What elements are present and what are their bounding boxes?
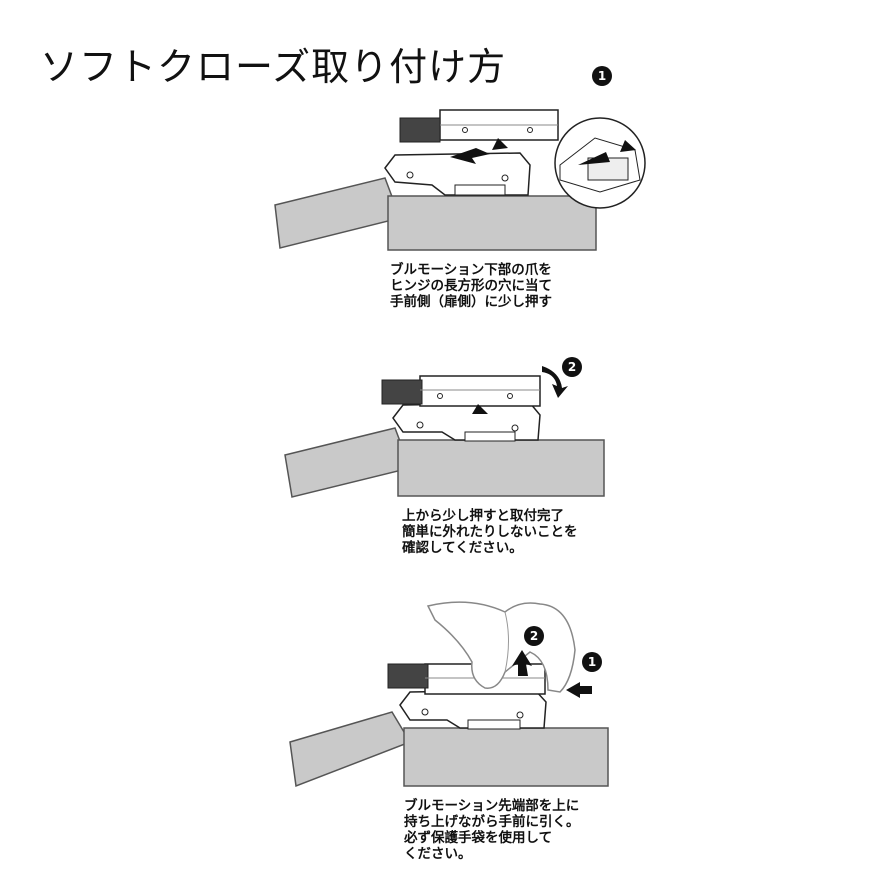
caption-line: 上から少し押すと取付完了: [402, 508, 564, 524]
cabinet-side: [387, 195, 597, 251]
caption-line: ブルモーション先端部を上に: [404, 798, 580, 814]
step-2-caption: 上から少し押すと取付完了 簡単に外れたりしないことを 確認してください。: [402, 508, 578, 556]
caption-line: 必ず保護手袋を使用して: [404, 830, 553, 846]
damper-cap: [381, 379, 423, 405]
caption-line: 持ち上げながら手前に引く。: [404, 814, 580, 830]
step-1-caption: ブルモーション下部の爪を ヒンジの長方形の穴に当て 手前側（扉側）に少し押す: [390, 262, 552, 310]
arrow-push-icon: [450, 148, 490, 164]
arrow-small-icon: [492, 138, 508, 150]
caption-line: 確認してください。: [402, 540, 523, 556]
caption-line: ヒンジの長方形の穴に当て: [390, 278, 552, 294]
detail-arrow-icon: [578, 152, 610, 165]
damper-cap: [387, 663, 429, 689]
hinge-slot: [454, 184, 506, 196]
step-2-badge: 2: [562, 357, 582, 377]
step-3-badge-1: 1: [582, 652, 602, 672]
hand-illustration: [426, 601, 576, 693]
step-2-drawing: [284, 366, 605, 498]
caption-line: ブルモーション下部の爪を: [390, 262, 552, 278]
page-title: ソフトクローズ取り付け方: [40, 45, 507, 89]
step-2-illustration: 2 上から少し押すと取付完了 簡単に外れたりしないことを 確認してください。: [284, 357, 605, 556]
step-1-badge: 1: [592, 66, 612, 86]
cabinet-side: [397, 439, 605, 497]
curved-arrow-icon: [542, 366, 568, 398]
door-panel: [289, 711, 412, 788]
step-1-illustration: 1 ブルモーション下部の爪を ヒンジの長方形の穴に当て 手前側（扉側）に少し押す: [0, 0, 894, 320]
arrow-left-icon: [566, 682, 592, 698]
step-3-badge-2: 2: [524, 626, 544, 646]
step-3-caption: ブルモーション先端部を上に 持ち上げながら手前に引く。 必ず保護手袋を使用して …: [404, 798, 580, 862]
step-1-drawing: [274, 109, 646, 251]
caption-line: 手前側（扉側）に少し押す: [390, 294, 552, 310]
caption-line: ください。: [404, 846, 472, 862]
arrow-up-icon: [512, 650, 532, 676]
damper-cap: [399, 117, 441, 143]
cabinet-side: [403, 727, 609, 787]
caption-line: 簡単に外れたりしないことを: [402, 524, 578, 540]
